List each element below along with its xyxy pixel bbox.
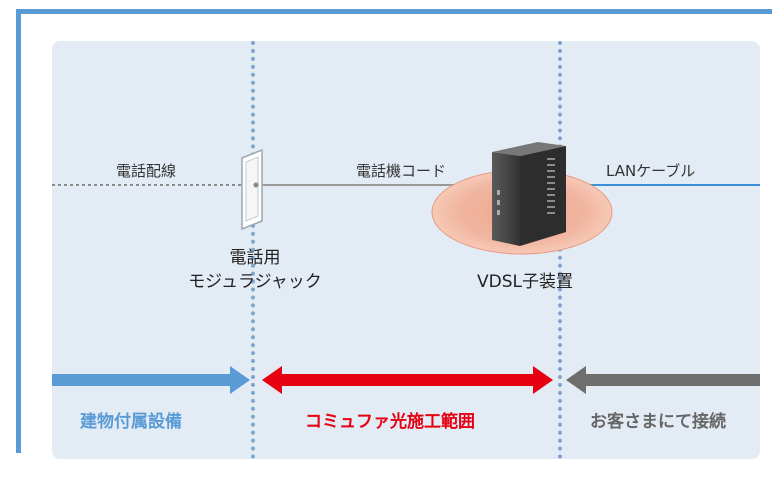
commufa-range-arrow: [262, 366, 553, 394]
customer-range-arrow: [566, 366, 760, 394]
vdsl-device-label: VDSL子装置: [477, 272, 573, 292]
phone-wiring-label: 電話配線: [116, 162, 177, 180]
diagram-panel: [52, 41, 760, 459]
building-range-label: 建物付属設備: [80, 412, 182, 432]
vdsl-device-icon: [492, 142, 566, 246]
outer-frame: [16, 9, 772, 453]
boundary-line-left: [251, 41, 255, 459]
lan-cable-label: LANケーブル: [606, 162, 696, 180]
customer-range-label: お客さまにて接続: [590, 412, 726, 432]
commufa-range-label: コミュファ光施工範囲: [305, 412, 475, 432]
phone-cord-label: 電話機コード: [356, 162, 447, 180]
modular-jack-label-line2: モジュラジャック: [188, 272, 322, 292]
building-range-arrow: [52, 366, 250, 394]
modular-jack-label-line1: 電話用: [229, 248, 281, 268]
modular-jack-icon: [241, 148, 263, 231]
